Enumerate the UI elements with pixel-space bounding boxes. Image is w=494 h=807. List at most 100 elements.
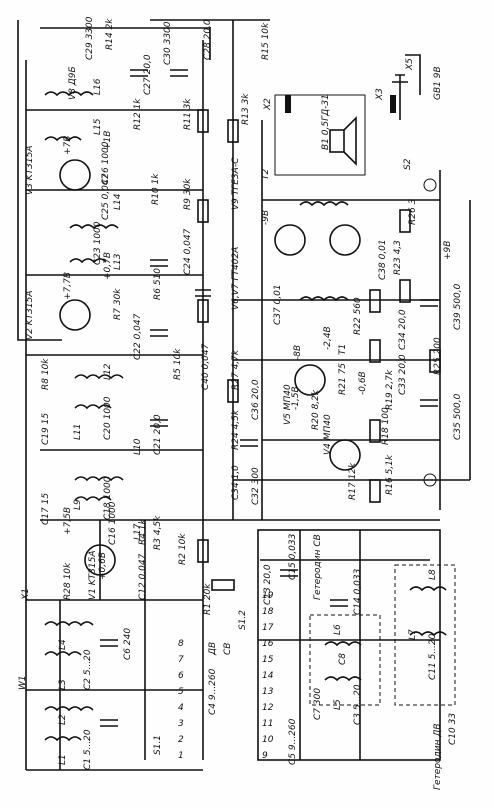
label-R14: R14 2k [105,18,115,50]
label-W1: W1 [18,675,28,690]
pin: 15 [262,655,274,665]
label-L9: L9 [73,499,83,510]
label-R2: R2 10k [178,533,188,565]
pin: 6 [178,671,184,681]
label-C15: C15 0,033 [288,533,298,580]
label-L13: L13 [113,253,123,270]
pin: 14 [262,671,274,681]
peripherals [285,54,437,487]
label-X1: X1 [21,588,31,601]
voltage: -1,5В [291,386,301,410]
label-L5: L5 [333,699,343,710]
resistors [197,109,441,591]
label-R15: R15 10k [261,22,271,60]
label-C12: C12 0,047 [138,553,148,600]
label-R21: R21 75 [338,363,348,395]
label-C18: C18 1000 [103,476,113,520]
label-C19: C19 15 [41,413,51,445]
voltage: +7В [63,136,73,155]
label-S2: S2 [403,158,413,170]
label-C26: C26 1000 [101,141,111,185]
label-R17: R17 12k [348,462,358,500]
label-C33: C33 20,0 [398,354,408,395]
label-C28: C28 20,0 [203,19,213,60]
label-C6: C6 240 [123,628,133,660]
voltage: +0,7В [103,252,113,280]
inductor-coils [44,91,447,742]
label-R5: R5 10k [173,348,183,380]
pin: 19 [262,591,274,601]
label-R12: R12 1k [133,98,143,130]
label-C32: C32 300 [251,467,261,505]
label-V1: V1 KT315A [88,551,98,600]
label-C37: C37 0,01 [273,284,283,325]
label-C7: C7 300 [313,688,323,720]
label-V2: V2 KT315A [25,291,35,340]
label-T2: T2 [261,169,271,180]
label-L4: L4 [58,639,68,650]
label-C13: C13 20,0 [263,564,273,605]
label-R13: R13 3k [241,93,251,125]
label-R24: R24 4,5k [231,409,241,450]
voltage: -9В [261,210,271,225]
label-C23: C23 1000 [93,221,103,265]
label-C22: C22 0,047 [133,313,143,360]
pin: 9 [262,751,268,761]
label-R20: R20 8,2k [311,389,321,430]
label-V8: V8 Д9Б [68,66,78,100]
label-R22: R22 560 [353,297,363,335]
label-V5: V5 МП40 [283,384,293,425]
label-V3: V3 KT315A [25,146,35,195]
label-L14: L14 [113,193,123,210]
label-C40: C40 0,047 [201,343,211,390]
voltage: -2,4В [323,326,333,350]
label-R7: R7 30k [113,288,123,320]
label-L16: L16 [93,78,103,95]
label-R23: R23 4,3 [393,240,403,275]
label-C4: C4 9...260 [208,668,218,715]
label-L8: L8 [428,569,438,580]
label-X2: X2 [263,98,273,111]
label-C5: C5 9...260 [288,718,298,765]
label-L17: L17 [133,523,143,540]
label-C25: C25 0,047 [101,173,111,220]
label-C36: C36 20,0 [251,379,261,420]
label-C30: C30 3300 [163,21,173,65]
label-C21: C21 20,0 [153,414,163,455]
label-C8: C8 [338,653,348,665]
label-S11: S1.1 [153,735,163,755]
pin: 5 [178,687,184,697]
label-R18: R18 100 [381,407,391,445]
label-DV: ДВ [208,642,218,656]
label-X3: X3 [375,88,385,101]
wires [17,19,471,771]
label-C24: C24 0,047 [183,228,193,275]
pin: 3 [178,719,184,729]
pin: 4 [178,703,184,713]
pin: 7 [178,655,184,665]
label-V4: V4 МП40 [323,414,333,455]
pin: 2 [178,735,184,745]
label-L2: L2 [58,714,68,725]
label-L15: L15 [93,118,103,135]
label-S12: S1.2 [238,610,248,630]
label-R27: R27 4,7k [231,349,241,390]
label-R8: R8 10k [41,358,51,390]
label-B1: B1 0,5ГД-31 [321,94,331,150]
label-GB1: GB1 9В [433,66,443,100]
label-C2: C2 5...20 [83,649,93,690]
label-R28: R28 10k [63,562,73,600]
label-C35: C35 500,0 [453,393,463,440]
pin: 17 [262,623,274,633]
label-C34: C34 1,0 [231,465,241,500]
capacitors [100,69,438,727]
voltage: +0,6В [98,552,108,580]
pin: 11 [262,719,273,729]
label-R4: R4 1k [138,518,148,545]
voltage: +7,5В [63,507,73,535]
voltage: +9В [443,241,453,260]
label-V9: V9 ТГЕ3А-С [231,157,241,210]
label-R9: R9 30k [183,178,193,210]
label-GetDV: Гетеродин ДВ [433,723,443,790]
